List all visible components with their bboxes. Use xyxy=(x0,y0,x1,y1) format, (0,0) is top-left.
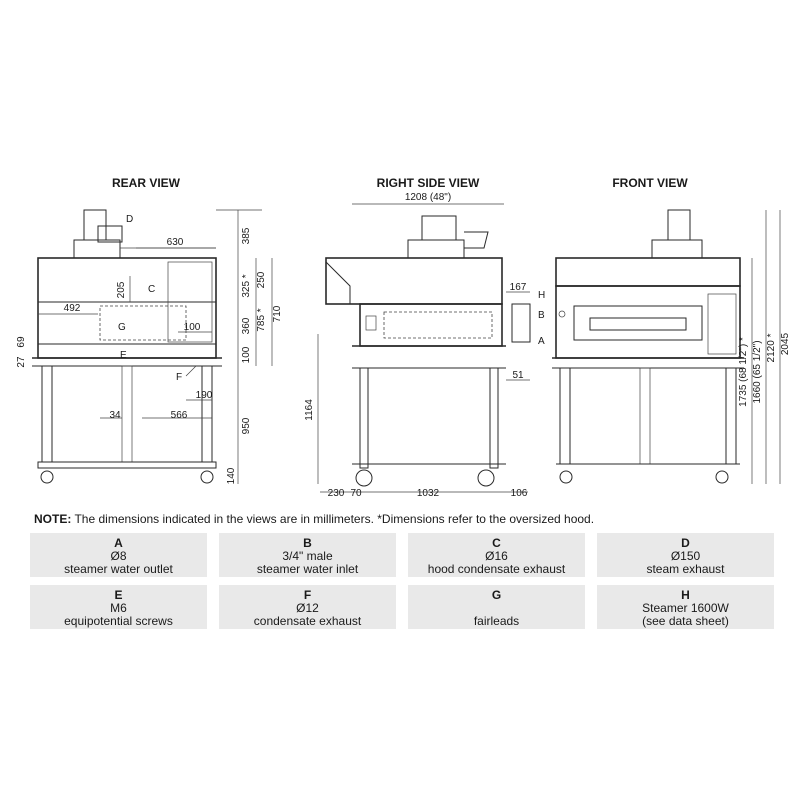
svg-text:566: 566 xyxy=(171,410,188,421)
svg-text:1032: 1032 xyxy=(417,488,440,499)
legend-cell-d: D Ø150 steam exhaust xyxy=(597,533,774,577)
label-h: H xyxy=(538,290,545,301)
svg-text:250: 250 xyxy=(256,271,267,288)
label-e: E xyxy=(120,350,127,361)
legend-cell-a: A Ø8 steamer water outlet xyxy=(30,533,207,577)
svg-text:27: 27 xyxy=(16,356,27,368)
svg-text:325 *: 325 * xyxy=(241,274,252,297)
label-b: B xyxy=(538,310,545,321)
svg-text:106: 106 xyxy=(511,488,528,499)
label-d: D xyxy=(126,214,133,225)
label-c: C xyxy=(148,284,155,295)
rear-view-title: REAR VIEW xyxy=(112,176,181,190)
svg-text:100: 100 xyxy=(184,322,201,333)
technical-drawing: REAR VIEW 385 325 * 250 785 * xyxy=(16,176,791,499)
svg-text:1660 (65 1/2"): 1660 (65 1/2") xyxy=(752,340,763,403)
svg-text:190: 190 xyxy=(196,390,213,401)
note: NOTE: The dimensions indicated in the vi… xyxy=(34,512,774,526)
svg-text:630: 630 xyxy=(167,237,184,248)
svg-text:34: 34 xyxy=(109,410,121,421)
svg-text:51: 51 xyxy=(512,370,524,381)
legend-cell-e: E M6 equipotential screws xyxy=(30,585,207,629)
svg-text:2120 *: 2120 * xyxy=(766,333,777,362)
front-view-title: FRONT VIEW xyxy=(612,176,688,190)
note-label: NOTE: xyxy=(34,512,72,526)
right-side-view: RIGHT SIDE VIEW 1208 (48") 1164 230 70 1… xyxy=(304,176,545,499)
svg-text:205: 205 xyxy=(116,281,127,298)
rear-view: REAR VIEW 385 325 * 250 785 * xyxy=(16,176,283,484)
side-view-title: RIGHT SIDE VIEW xyxy=(377,176,480,190)
svg-text:2045: 2045 xyxy=(780,332,791,355)
svg-text:167: 167 xyxy=(510,282,527,293)
svg-text:140: 140 xyxy=(226,467,237,484)
svg-text:360: 360 xyxy=(241,317,252,334)
legend-table: A Ø8 steamer water outlet B 3/4" male st… xyxy=(30,533,792,633)
svg-text:950: 950 xyxy=(241,417,252,434)
label-a: A xyxy=(538,336,545,347)
front-view: FRONT VIEW 1735 (68 1/2") * 1660 (65 1/2… xyxy=(552,176,791,484)
svg-text:69: 69 xyxy=(16,336,27,348)
svg-text:100: 100 xyxy=(241,346,252,363)
label-f: F xyxy=(176,372,182,383)
svg-text:710: 710 xyxy=(272,305,283,322)
svg-text:230: 230 xyxy=(328,488,345,499)
svg-text:1208 (48"): 1208 (48") xyxy=(405,192,451,203)
svg-text:1735 (68 1/2") *: 1735 (68 1/2") * xyxy=(738,337,749,407)
svg-text:385: 385 xyxy=(241,227,252,244)
legend-cell-b: B 3/4" male steamer water inlet xyxy=(219,533,396,577)
legend-cell-g: G fairleads xyxy=(408,585,585,629)
svg-text:785 *: 785 * xyxy=(256,308,267,331)
legend-cell-h: H Steamer 1600W (see data sheet) xyxy=(597,585,774,629)
legend-cell-f: F Ø12 condensate exhaust xyxy=(219,585,396,629)
note-text: The dimensions indicated in the views ar… xyxy=(74,512,595,526)
svg-text:492: 492 xyxy=(64,303,81,314)
svg-text:70: 70 xyxy=(350,488,362,499)
svg-text:1164: 1164 xyxy=(304,399,315,421)
label-g: G xyxy=(118,322,126,333)
legend-cell-c: C Ø16 hood condensate exhaust xyxy=(408,533,585,577)
